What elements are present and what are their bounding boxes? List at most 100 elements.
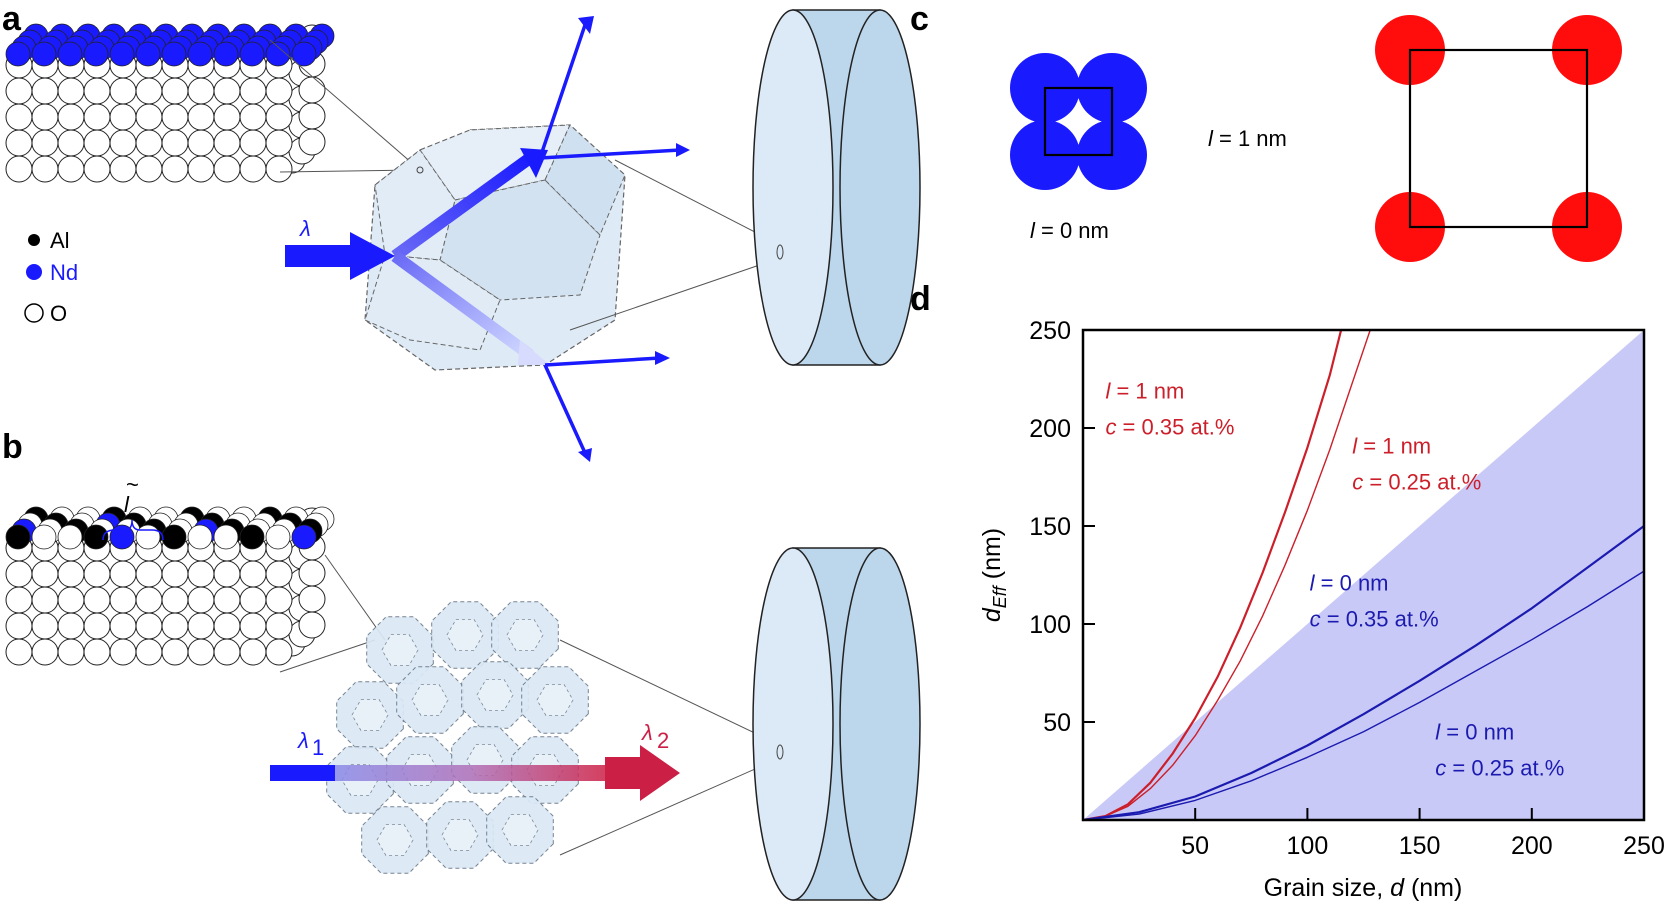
grain-facet: [441, 819, 479, 851]
surface-atom: [161, 524, 187, 550]
zoom-line: [559, 757, 781, 856]
surface-atom: [239, 524, 265, 550]
annotation-l-2: l = 1 nm: [1352, 433, 1431, 458]
incident-beam-arrow: [285, 232, 395, 280]
annotation-c-2: c = 0.25 at.%: [1352, 469, 1481, 494]
o-atom: [239, 612, 267, 640]
annotation-c-4: c = 0.25 at.%: [1435, 756, 1564, 781]
o-atom: [5, 638, 33, 666]
o-atom: [239, 77, 267, 105]
o-atom: [213, 560, 241, 588]
o-atom: [213, 129, 241, 157]
o-atom: [239, 586, 267, 614]
series-line-2: [1082, 329, 1371, 821]
legend-o-label: O: [50, 301, 67, 326]
o-atom: [135, 638, 163, 666]
grain-facet: [506, 619, 544, 651]
o-atom: [265, 155, 293, 183]
o-atom: [213, 155, 241, 183]
o-atom: [161, 77, 189, 105]
surface-atom: [57, 41, 83, 67]
surface-atom: [5, 41, 31, 67]
y-tick-label: 100: [1029, 611, 1071, 639]
o-atom: [265, 560, 293, 588]
o-atom: [187, 129, 215, 157]
x-tick-label: 250: [1623, 832, 1665, 860]
surface-atom: [109, 41, 135, 67]
o-atom: [213, 638, 241, 666]
o-atom-swatch: [24, 303, 44, 323]
o-atom: [161, 103, 189, 131]
o-atom: [5, 77, 33, 105]
o-atom: [265, 586, 293, 614]
grain-facet: [446, 619, 484, 651]
o-atom: [57, 77, 85, 105]
o-atom: [57, 129, 85, 157]
o-atom: [298, 128, 326, 156]
o-atom: [57, 103, 85, 131]
o-atom: [31, 612, 59, 640]
o-atom: [57, 612, 85, 640]
series-line-4: [1082, 570, 1645, 821]
o-atom: [83, 103, 111, 131]
y-axis-label: dEff (nm): [978, 528, 1010, 622]
panel-label-d: d: [910, 280, 931, 318]
panel-c-mid-label: l = 1 nm: [1208, 126, 1287, 151]
o-atom: [31, 524, 57, 550]
y-tick-label: 200: [1029, 415, 1071, 443]
polycrystal-cluster: [326, 601, 589, 874]
o-atom: [298, 559, 326, 587]
scattered-ray: [543, 364, 588, 456]
nd-atom-swatch: [26, 264, 42, 280]
zoom-line: [614, 159, 781, 246]
o-atom: [298, 76, 326, 104]
o-atom: [135, 524, 161, 550]
incident-beam-1: [270, 765, 335, 781]
surface-atom: [213, 41, 239, 67]
ceramic-disk-b: [752, 547, 921, 901]
o-atom: [109, 638, 137, 666]
surface-atom: [135, 41, 161, 67]
series-line-3: [1082, 525, 1645, 822]
o-atom: [109, 586, 137, 614]
surface-atom: [109, 524, 135, 550]
o-atom: [161, 155, 189, 183]
o-atom: [213, 103, 241, 131]
o-atom: [31, 155, 59, 183]
panel-label-c: c: [910, 0, 929, 38]
o-atom: [57, 560, 85, 588]
red-lattice: [1375, 15, 1622, 262]
atom-slab-b: [5, 506, 335, 666]
o-atom: [239, 560, 267, 588]
panel-label-b: b: [2, 428, 23, 466]
curve-annotations: l = 1 nmc = 0.35 at.%l = 1 nmc = 0.25 at…: [1105, 379, 1564, 781]
o-atom: [5, 103, 33, 131]
lambda-label: λ: [299, 216, 311, 241]
o-atom: [135, 155, 163, 183]
o-atom: [109, 155, 137, 183]
o-atom: [109, 103, 137, 131]
o-atom: [213, 586, 241, 614]
grain-facet: [476, 679, 514, 711]
o-atom: [5, 612, 33, 640]
surface-atom: [239, 41, 265, 67]
o-atom: [187, 560, 215, 588]
surface-atom: [161, 41, 187, 67]
panel-b: ~ l λ 1 λ 2: [5, 472, 921, 901]
o-atom: [213, 524, 239, 550]
zoom-line: [569, 257, 781, 331]
panel-c: l = 0 nm l = 1 nm: [1010, 15, 1622, 262]
x-tick-label: 200: [1511, 832, 1553, 860]
o-atom: [109, 560, 137, 588]
o-atom: [83, 560, 111, 588]
zoom-line: [324, 554, 386, 641]
o-atom: [135, 129, 163, 157]
o-atom: [83, 612, 111, 640]
x-tick-label: 100: [1287, 832, 1329, 860]
o-atom: [31, 129, 59, 157]
grain-facet: [536, 684, 574, 716]
o-atom: [31, 638, 59, 666]
